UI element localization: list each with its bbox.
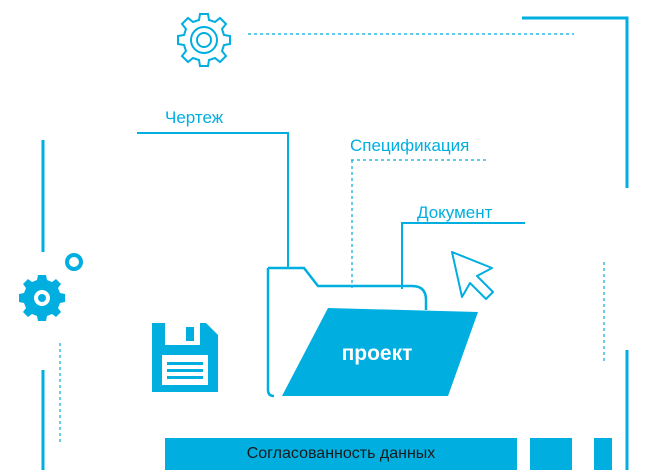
label-specification: Спецификация (350, 136, 470, 155)
gears-icon (19, 253, 83, 321)
folder-label: проект (341, 342, 413, 365)
gear-outline-icon (177, 13, 231, 67)
floppy-disk-icon (152, 323, 218, 392)
banner-block-2 (594, 438, 612, 470)
connector-document (401, 222, 525, 289)
folder-icon (266, 266, 478, 398)
cursor-arrow-icon (451, 251, 494, 300)
banner-block-1 (530, 438, 572, 470)
label-drawing: Чертеж (165, 108, 224, 127)
corner-bracket-top-right (522, 16, 629, 188)
connector-drawing (137, 132, 289, 267)
label-document: Документ (417, 203, 493, 222)
data-consistency-banner: Согласованность данных (165, 438, 517, 470)
